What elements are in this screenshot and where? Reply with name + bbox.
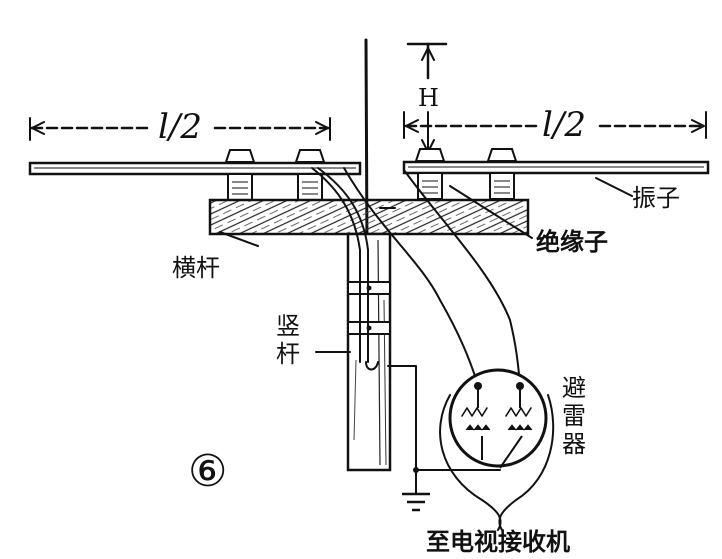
right-dipole-rod — [402, 160, 710, 175]
left-dipole-rod — [28, 161, 362, 176]
insulator — [224, 149, 256, 201]
right-dimension-arrow — [403, 111, 707, 139]
figure-number: ⑥ — [188, 446, 227, 497]
label-arrester-char-3: 器 — [562, 430, 586, 458]
tv-output-wires — [439, 394, 555, 531]
lightning-arrester — [448, 368, 548, 469]
left-dimension-arrow — [29, 117, 331, 141]
insulator-leader — [449, 185, 533, 239]
feed-wires — [311, 167, 379, 371]
label-half-length-right: l/2 — [542, 105, 586, 145]
label-arrester-char-2: 雷 — [562, 402, 586, 430]
arrester-wires — [343, 167, 521, 386]
dipole-leader — [595, 177, 633, 197]
label-crossbar: 横杆 — [172, 254, 220, 282]
label-gap: H — [418, 84, 439, 112]
label-mast-char-2: 杆 — [276, 340, 300, 368]
insulator — [294, 149, 326, 201]
label-arrester: 避 雷 器 — [562, 374, 586, 458]
ground-wire — [387, 365, 501, 495]
ground-symbol — [402, 492, 430, 512]
label-insulator: 绝缘子 — [536, 227, 608, 256]
label-dipole: 振子 — [632, 184, 680, 212]
label-mast-char-1: 竖 — [276, 312, 300, 340]
label-to-tv: 至电视接收机 — [426, 527, 570, 556]
insulator — [486, 148, 518, 200]
label-arrester-char-1: 避 — [562, 374, 586, 402]
label-half-length-left: l/2 — [158, 107, 202, 147]
label-mast: 竖 杆 — [276, 312, 300, 368]
crossbar-leader — [219, 231, 259, 247]
